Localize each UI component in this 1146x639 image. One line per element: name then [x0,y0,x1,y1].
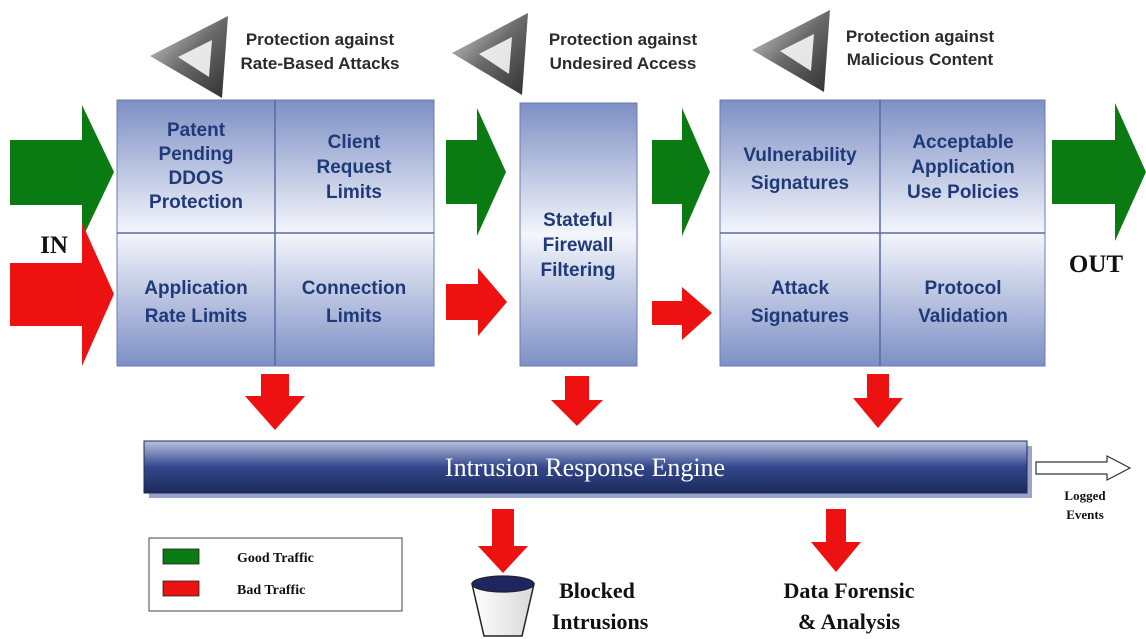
engine-label: Intrusion Response Engine [445,453,725,482]
out-label: OUT [1069,251,1124,278]
forensic-line1: Data Forensic [784,578,915,603]
good-arrow-out [1052,103,1146,241]
blocked-line2: Intrusions [552,609,649,634]
bad-traffic-arrows [10,223,903,573]
protection-rate-group: Protection against Rate-Based Attacks [150,16,400,98]
good-traffic-arrows [10,103,1146,241]
attack-line: Signatures [751,306,849,327]
protocol-line: Validation [918,306,1008,327]
ddos-line: Pending [159,144,234,165]
protection-rate-line1: Protection against [246,30,395,49]
bad-arrow-forensic [811,509,861,572]
acceptable-line: Use Policies [907,182,1019,203]
good-arrow-mid1 [446,108,506,236]
bucket-icon [471,575,535,637]
acceptable-line: Acceptable [912,132,1013,153]
ddos-line: DDOS [169,168,224,189]
content-module: Vulnerability Signatures Acceptable Appl… [719,99,1046,367]
client-limits-line: Limits [326,182,382,203]
forensic-line2: & Analysis [798,609,901,634]
triangle-icon [752,10,830,92]
legend: Good Traffic Bad Traffic [148,537,403,612]
firewall-line: Stateful [543,210,613,231]
good-arrow-in [10,105,114,239]
client-limits-line: Request [317,157,393,178]
protection-rate-line2: Rate-Based Attacks [240,54,399,73]
connection-limits-line: Connection [302,278,407,299]
legend-bad-label: Bad Traffic [237,583,305,598]
bad-arrow-down3 [853,374,903,428]
client-limits-line: Client [328,132,381,153]
bad-arrow-blocked [478,509,528,573]
ddos-line: Protection [149,192,243,213]
logged-events-group: Logged Events [1035,455,1132,522]
firewall-module: Stateful Firewall Filtering [519,102,638,367]
triangle-icon [452,13,528,95]
protection-content-line2: Malicious Content [847,50,994,69]
bad-arrow-down2 [551,376,603,426]
protection-content-line1: Protection against [846,27,995,46]
legend-good-label: Good Traffic [237,551,314,566]
legend-bad-swatch [162,580,200,597]
logged-arrow [1035,455,1132,481]
app-rate-line: Rate Limits [145,306,247,327]
bad-arrow-mid2 [652,287,712,340]
intrusion-response-engine: Intrusion Response Engine [143,440,1032,498]
acceptable-line: Application [911,157,1014,178]
protocol-line: Protocol [924,278,1001,299]
protection-access-line1: Protection against [549,30,698,49]
application-rate-limits-cell: Application Rate Limits [144,278,247,327]
vuln-line: Vulnerability [743,145,857,166]
protection-content-group: Protection against Malicious Content [752,10,994,92]
firewall-line: Filtering [541,260,616,281]
in-label: IN [40,232,68,259]
protection-access-line2: Undesired Access [550,54,697,73]
blocked-line1: Blocked [559,578,635,603]
bad-arrow-in [10,223,114,366]
firewall-line: Firewall [543,235,614,256]
app-rate-line: Application [144,278,247,299]
protocol-validation-cell: Protocol Validation [918,278,1008,327]
legend-good-swatch [162,548,200,565]
protection-access-group: Protection against Undesired Access [452,13,697,95]
attack-signatures-cell: Attack Signatures [751,278,849,327]
acceptable-use-cell: Acceptable Application Use Policies [907,132,1019,203]
logged-line1: Logged [1064,488,1106,503]
vuln-line: Signatures [751,173,849,194]
good-arrow-mid2 [652,108,710,236]
vulnerability-signatures-cell: Vulnerability Signatures [743,145,857,194]
connection-limits-line: Limits [326,306,382,327]
client-request-limits-cell: Client Request Limits [317,132,393,203]
connection-limits-cell: Connection Limits [302,278,407,327]
triangle-icon [150,16,228,98]
logged-line2: Events [1066,507,1104,522]
attack-line: Attack [771,278,830,299]
bad-arrow-down1 [245,374,305,430]
ddos-line: Patent [167,120,226,141]
bad-arrow-mid1 [446,268,507,336]
ddos-protection-cell: Patent Pending DDOS Protection [149,120,243,213]
rate-module: Patent Pending DDOS Protection Client Re… [116,99,435,367]
